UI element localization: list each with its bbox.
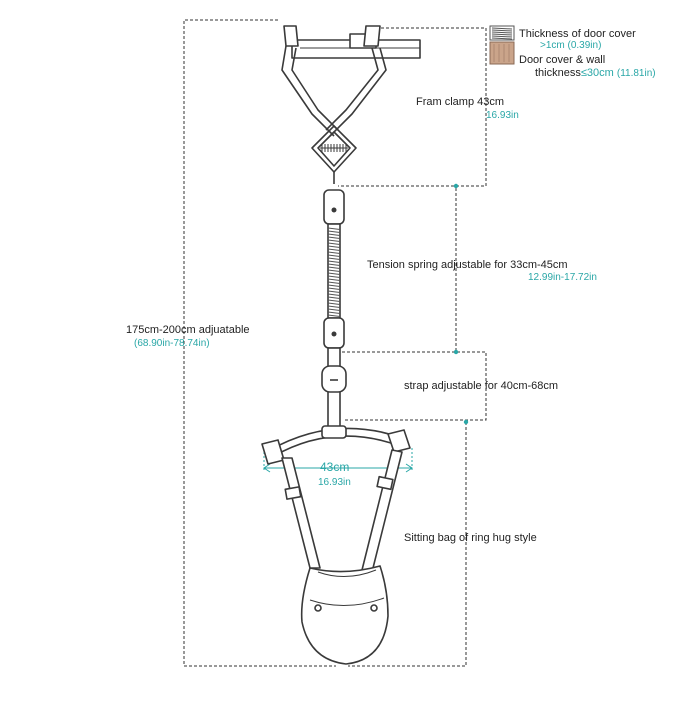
door-cover-value-in: (0.39in) (567, 40, 602, 51)
door-cover-coil-icon (489, 25, 515, 41)
tension-spring-sub: 12.99in-17.72in (528, 272, 597, 283)
dimension-lines (183, 19, 487, 667)
seat-straps (281, 449, 403, 573)
seat-width-label: 43cm (320, 460, 350, 474)
spring-coil-lines (327, 227, 341, 317)
frame-clamp-bracket (338, 27, 487, 187)
dimension-dots (453, 183, 469, 425)
spring-rivets (331, 207, 337, 337)
frame-clamp-label: Fram clamp 43cm (416, 96, 505, 108)
door-cover-value: >1cm (0.39in) (540, 40, 601, 52)
seat-bag (300, 565, 389, 665)
sitting-bag-label: Sitting bag of ring hug style (404, 532, 537, 544)
total-height-label: 175cm-200cm adjuatable (126, 324, 250, 336)
wall-thickness-value-in: (11.81in) (616, 68, 656, 79)
door-clamp (281, 25, 421, 184)
clamp-coil (320, 144, 348, 152)
wall-thickness-value-cm: ≤30cm (580, 67, 614, 79)
total-height-bracket (183, 19, 336, 667)
frame-clamp-sub: 16.93in (486, 110, 519, 121)
sitting-bag-bracket (348, 422, 467, 667)
door-cover-value-cm: >1cm (540, 40, 565, 51)
wall-thickness-label-2: thickness≤30cm (11.81in) (535, 67, 656, 80)
total-height-sub: (68.90in-78.74in) (134, 338, 210, 349)
strap-bracket (342, 351, 487, 421)
seat-width-sub: 16.93in (318, 477, 351, 488)
door-wall-wood-icon (489, 41, 515, 65)
tension-spring (323, 189, 345, 349)
strap-label: strap adjustable for 40cm-68cm (404, 380, 559, 392)
seat-frame (261, 425, 411, 465)
wall-thickness-word: thickness (535, 67, 581, 79)
wall-thickness-label-1: Door cover & wall (519, 54, 606, 66)
door-cover-label: Thickness of door cover (519, 28, 636, 40)
upper-strap (321, 347, 347, 435)
tension-spring-label: Tension spring adjustable for 33cm-45cm (367, 259, 568, 271)
